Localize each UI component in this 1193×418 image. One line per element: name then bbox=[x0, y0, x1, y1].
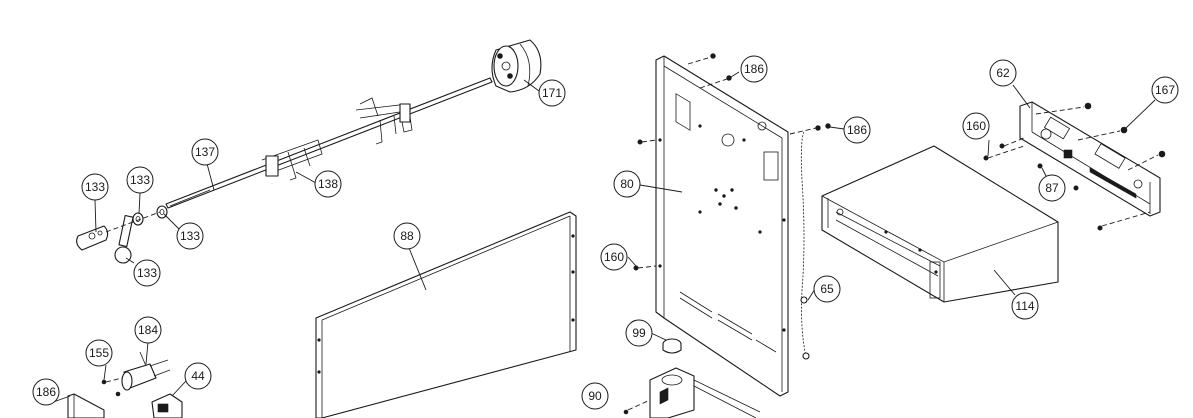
callout-133-left: 133 bbox=[81, 173, 109, 201]
svg-text:138: 138 bbox=[318, 177, 338, 191]
spit-handle bbox=[76, 225, 109, 251]
panel-screws bbox=[983, 102, 1166, 231]
svg-text:167: 167 bbox=[1155, 83, 1175, 97]
callout-167: 167 bbox=[1151, 76, 1179, 104]
screw-160-left bbox=[633, 139, 657, 271]
svg-text:44: 44 bbox=[191, 369, 205, 383]
callouts: 186 186 186 171 137 138 133 133 bbox=[32, 55, 1179, 410]
svg-text:65: 65 bbox=[820, 282, 834, 296]
spit-fork-right bbox=[355, 97, 413, 145]
callout-133-top: 133 bbox=[126, 166, 154, 194]
spit-washer bbox=[132, 212, 144, 226]
igniter-module bbox=[151, 393, 183, 418]
callout-90: 90 bbox=[581, 382, 609, 410]
callout-87: 87 bbox=[1038, 174, 1066, 202]
svg-text:186: 186 bbox=[847, 123, 867, 137]
rotisserie-motor bbox=[491, 39, 542, 93]
callout-155: 155 bbox=[85, 339, 113, 367]
spit-collar bbox=[156, 205, 168, 219]
callout-184: 184 bbox=[134, 316, 162, 344]
callout-186-top: 186 bbox=[740, 55, 768, 83]
svg-text:133: 133 bbox=[130, 173, 150, 187]
callout-65: 65 bbox=[813, 275, 841, 303]
callout-44: 44 bbox=[184, 362, 212, 390]
svg-text:99: 99 bbox=[632, 326, 646, 340]
screw-186-top bbox=[687, 53, 732, 89]
svg-text:62: 62 bbox=[996, 66, 1010, 80]
callout-186-bottom-left: 186 bbox=[32, 378, 60, 406]
svg-text:160: 160 bbox=[966, 119, 986, 133]
side-bracket bbox=[67, 393, 105, 418]
back-panel bbox=[655, 55, 789, 397]
side-panel bbox=[315, 211, 577, 418]
svg-text:186: 186 bbox=[744, 62, 764, 76]
callout-133-right: 133 bbox=[176, 222, 204, 250]
callout-114: 114 bbox=[1011, 292, 1039, 320]
svg-text:114: 114 bbox=[1015, 299, 1034, 313]
callout-138: 138 bbox=[314, 170, 342, 198]
svg-text:133: 133 bbox=[85, 180, 105, 194]
svg-text:160: 160 bbox=[604, 250, 624, 264]
callout-160-left: 160 bbox=[600, 243, 628, 271]
callout-80: 80 bbox=[613, 170, 641, 198]
igniter-cable bbox=[800, 131, 810, 360]
callout-62: 62 bbox=[989, 59, 1017, 87]
screw-186-right bbox=[789, 123, 831, 135]
callout-99: 99 bbox=[625, 319, 653, 347]
leveling-foot bbox=[662, 338, 682, 354]
control-panel bbox=[1019, 101, 1161, 217]
svg-text:88: 88 bbox=[400, 229, 414, 243]
callout-160-right: 160 bbox=[962, 112, 990, 140]
callout-171: 171 bbox=[538, 79, 566, 107]
svg-text:137: 137 bbox=[195, 145, 215, 159]
callout-133-bottom: 133 bbox=[133, 259, 161, 287]
callout-137: 137 bbox=[191, 138, 219, 166]
rotisserie-burner-valve bbox=[101, 351, 171, 397]
svg-text:90: 90 bbox=[588, 389, 602, 403]
svg-text:171: 171 bbox=[542, 86, 562, 100]
svg-text:186: 186 bbox=[36, 385, 56, 399]
svg-text:155: 155 bbox=[89, 346, 109, 360]
spit-fork-left bbox=[261, 139, 323, 181]
callout-88: 88 bbox=[393, 222, 421, 250]
svg-text:87: 87 bbox=[1045, 181, 1059, 195]
svg-text:184: 184 bbox=[138, 323, 158, 337]
warming-drawer bbox=[821, 145, 1059, 303]
callout-186-right: 186 bbox=[843, 116, 871, 144]
svg-text:133: 133 bbox=[137, 266, 157, 280]
base-bracket bbox=[623, 367, 761, 418]
svg-text:80: 80 bbox=[620, 177, 634, 191]
svg-text:133: 133 bbox=[180, 229, 200, 243]
